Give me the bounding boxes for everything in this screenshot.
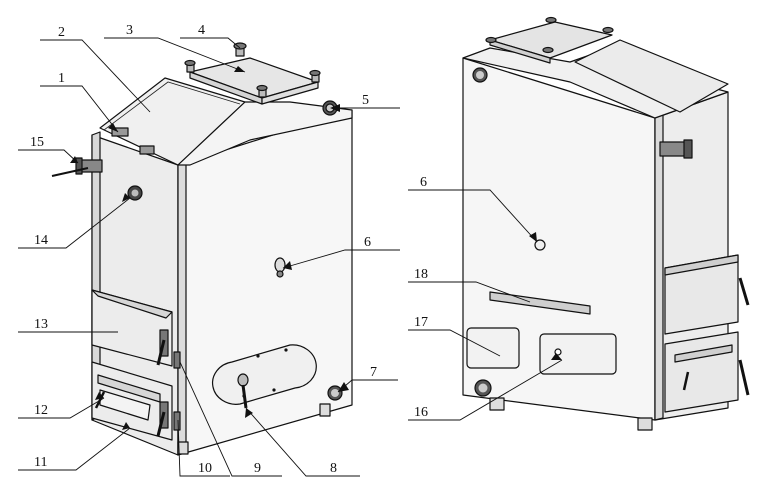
door-hinge-9 (173, 351, 181, 369)
boiler-leg (319, 403, 331, 417)
lid-hinge (111, 127, 155, 155)
callout-6: 6 (364, 235, 371, 250)
cover-bolt (184, 59, 196, 73)
rear-lid (574, 39, 729, 113)
callout-labels: 1 2 3 4 5 6 7 8 9 10 11 12 13 14 15 6 16… (30, 23, 428, 476)
boiler-side-face (177, 109, 353, 456)
callout-11: 11 (34, 455, 47, 470)
rear-regulator (659, 139, 693, 159)
callout-18: 18 (414, 267, 428, 282)
rear-hook-6 (534, 239, 546, 251)
callout-6-rear: 6 (420, 175, 427, 190)
rear-panel-17 (466, 327, 520, 369)
cover-bolt (233, 42, 247, 57)
callout-17: 17 (414, 315, 428, 330)
callout-5: 5 (362, 93, 369, 108)
return-pipe-7 (327, 385, 343, 401)
callout-4: 4 (198, 23, 205, 38)
rear-side-door-lower (664, 331, 739, 413)
boiler-front-view (51, 42, 353, 456)
callout-2: 2 (58, 25, 65, 40)
callout-8: 8 (330, 461, 337, 476)
callout-16: 16 (414, 405, 428, 420)
callout-14: 14 (34, 233, 48, 248)
callout-1: 1 (58, 71, 65, 86)
callout-13: 13 (34, 317, 48, 332)
door-hinge-10 (173, 411, 181, 431)
callout-12: 12 (34, 403, 48, 418)
loading-door-13 (91, 289, 173, 367)
sensor-port-14 (127, 185, 143, 201)
boiler-leg (177, 441, 189, 455)
boiler-rear-view (462, 16, 750, 431)
upper-top (177, 101, 353, 166)
callout-15: 15 (30, 135, 44, 150)
boiler-side-edge (177, 161, 187, 456)
nameplate-18 (489, 291, 591, 315)
rear-panel-16 (539, 333, 617, 375)
callout-10: 10 (198, 461, 212, 476)
callout-3: 3 (126, 23, 133, 38)
cover-bolt (309, 69, 321, 83)
callout-9: 9 (254, 461, 261, 476)
callout-7: 7 (370, 365, 377, 380)
lifting-hook-6 (274, 257, 286, 278)
cover-bolt (256, 84, 268, 98)
leader-arrows (70, 66, 562, 430)
cleaning-hatch-8 (212, 344, 317, 409)
draft-regulator-15 (51, 157, 103, 177)
ash-door-11 (91, 361, 173, 441)
